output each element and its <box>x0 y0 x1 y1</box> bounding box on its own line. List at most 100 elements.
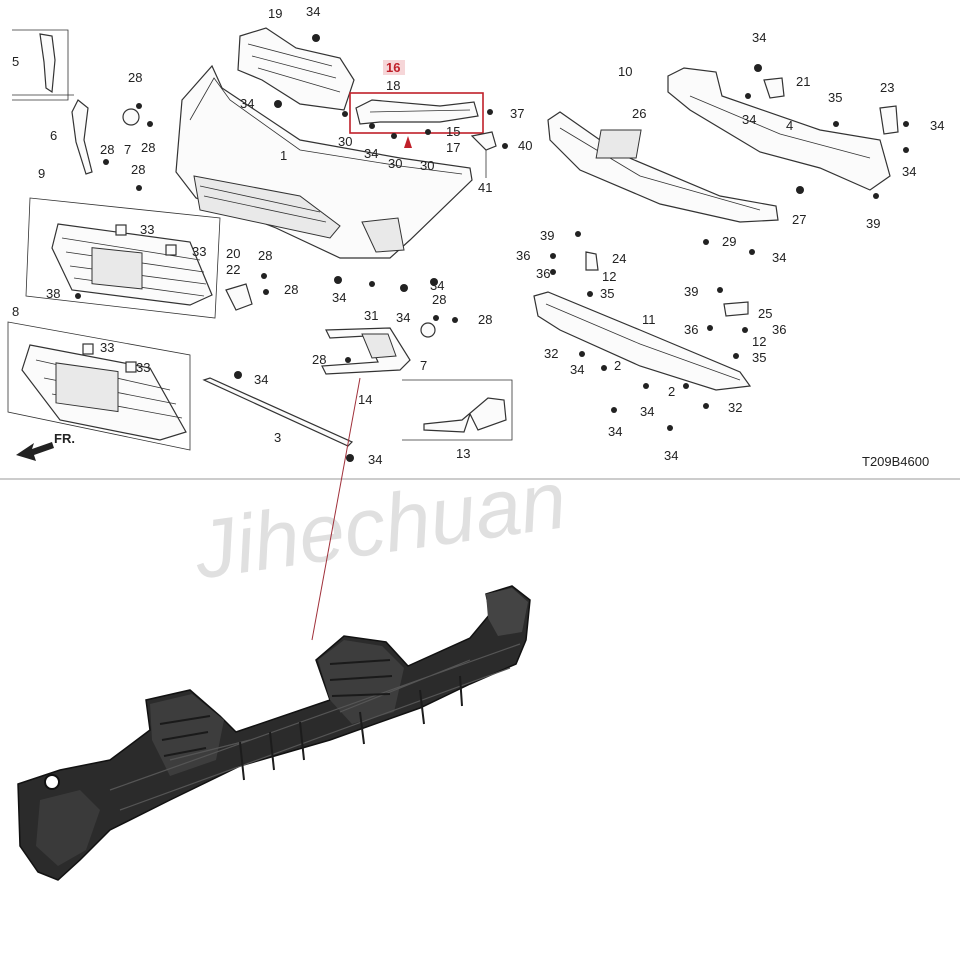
callout-label: 28 <box>284 282 298 297</box>
part-7-clip <box>103 103 153 191</box>
callout-label: 9 <box>38 166 45 181</box>
part-11-under-panel <box>533 231 752 431</box>
callout-label: 4 <box>786 118 793 133</box>
callout-label: 7 <box>124 142 131 157</box>
callout-label: 26 <box>632 106 646 121</box>
callout-label: 16 <box>386 60 400 75</box>
callout-label: 28 <box>478 312 492 327</box>
callout-label: 8 <box>12 304 19 319</box>
callout-label: 34 <box>742 112 756 127</box>
callout-label: 19 <box>268 6 282 21</box>
callout-label: 32 <box>544 346 558 361</box>
callout-label: 13 <box>456 446 470 461</box>
callout-label: 41 <box>478 180 492 195</box>
callout-label: 2 <box>614 358 621 373</box>
callout-label: 5 <box>12 54 19 69</box>
callout-label: 36 <box>516 248 530 263</box>
part-5-bracket <box>12 29 69 101</box>
callout-label: 33 <box>140 222 154 237</box>
callout-label: 25 <box>758 306 772 321</box>
callout-label: 34 <box>240 96 254 111</box>
callout-label: 28 <box>131 162 145 177</box>
callout-label: 24 <box>612 251 626 266</box>
callout-label: 33 <box>100 340 114 355</box>
callout-label: 39 <box>684 284 698 299</box>
callout-label: 10 <box>618 64 632 79</box>
callout-label: 34 <box>640 404 654 419</box>
callout-highlight-bg <box>383 60 405 75</box>
callout-label: 30 <box>420 158 434 173</box>
part-6-bracket <box>12 94 93 175</box>
callout-label: 12 <box>602 269 616 284</box>
part-17-clip <box>470 131 508 178</box>
callout-label: 34 <box>772 250 786 265</box>
part-1-bumper-cover <box>175 64 473 259</box>
drawing-code: T209B4600 <box>862 454 929 469</box>
callout-leader <box>311 377 361 641</box>
callout-label: 6 <box>50 128 57 143</box>
callout-label: 14 <box>358 392 372 407</box>
callout-label: 33 <box>136 360 150 375</box>
callout-label: 28 <box>432 292 446 307</box>
part-16-highlight-box <box>349 92 493 148</box>
callout-label: 35 <box>752 350 766 365</box>
callout-label: 34 <box>608 424 622 439</box>
callout-label: 21 <box>796 74 810 89</box>
callout-label: 27 <box>792 212 806 227</box>
callout-label: 15 <box>446 124 460 139</box>
callout-label: 37 <box>510 106 524 121</box>
part-14-garnish <box>321 327 411 375</box>
callout-label: 31 <box>364 308 378 323</box>
callout-label: 28 <box>312 352 326 367</box>
bumper-fasteners <box>334 276 458 338</box>
callout-label: 36 <box>772 322 786 337</box>
callout-label: 35 <box>600 286 614 301</box>
part-8-grille <box>7 321 191 451</box>
callout-label: 20 <box>226 246 240 261</box>
callout-label: 18 <box>386 78 400 93</box>
callout-label: 34 <box>664 448 678 463</box>
callout-label: 1 <box>280 148 287 163</box>
part-19-upper-bracket <box>237 27 355 117</box>
callout-label: 29 <box>722 234 736 249</box>
callout-label: 2 <box>668 384 675 399</box>
callout-label: 36 <box>684 322 698 337</box>
callout-label: 40 <box>518 138 532 153</box>
part-9-grille <box>25 197 221 319</box>
callout-label: 36 <box>536 266 550 281</box>
callout-label: 17 <box>446 140 460 155</box>
part-3-strip <box>202 371 354 462</box>
callout-label: 28 <box>100 142 114 157</box>
callout-label: 7 <box>420 358 427 373</box>
callout-label: 32 <box>728 400 742 415</box>
callout-label: 34 <box>254 372 268 387</box>
svg-text:FR.: FR. <box>54 431 75 446</box>
front-arrow: FR. <box>16 431 75 461</box>
callout-label: 3 <box>274 430 281 445</box>
callout-label: 34 <box>430 278 444 293</box>
callout-label: 35 <box>828 90 842 105</box>
callout-label: 34 <box>364 146 378 161</box>
callout-label: 34 <box>332 290 346 305</box>
callout-label: 34 <box>902 164 916 179</box>
part-10-absorber <box>547 111 779 223</box>
callout-label: 30 <box>388 156 402 171</box>
callout-label: 28 <box>141 140 155 155</box>
callout-label: 34 <box>396 310 410 325</box>
part-20-bracket <box>225 273 269 311</box>
callout-label: 34 <box>930 118 944 133</box>
callout-label: 22 <box>226 262 240 277</box>
callout-label: 39 <box>540 228 554 243</box>
callout-label: 33 <box>192 244 206 259</box>
callout-label: 34 <box>752 30 766 45</box>
callout-label: 28 <box>258 248 272 263</box>
callout-label: 34 <box>368 452 382 467</box>
callout-label: 23 <box>880 80 894 95</box>
callout-label: 30 <box>338 134 352 149</box>
callout-label: 28 <box>128 70 142 85</box>
callout-label: 11 <box>642 312 656 327</box>
callout-label: 12 <box>752 334 766 349</box>
